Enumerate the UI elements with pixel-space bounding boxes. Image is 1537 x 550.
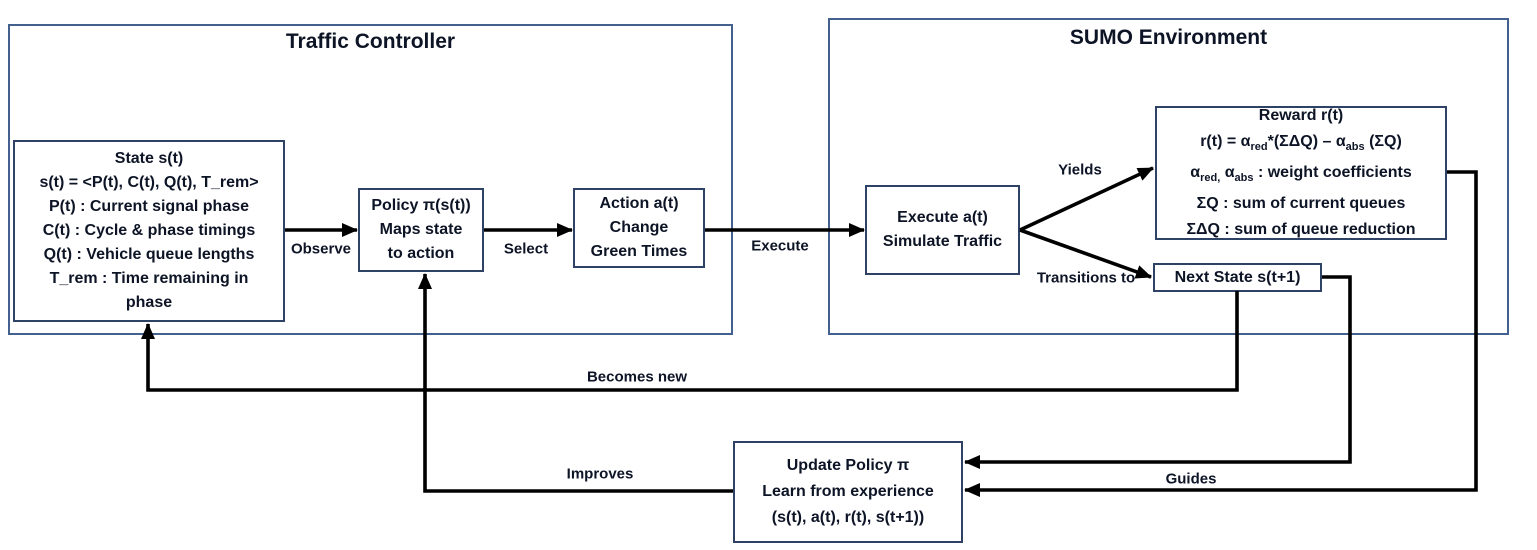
policy-box-line: to action [387, 245, 455, 262]
state-box-line: State s(t) [114, 150, 184, 167]
guides-label: Guides [1165, 470, 1217, 488]
state-box-line: T_rem : Time remaining in [49, 270, 249, 287]
execute-label: Execute [751, 237, 809, 255]
update-policy-line: Update Policy π [786, 457, 910, 474]
action-box: Action a(t) Change Green Times [573, 188, 705, 268]
transitions-to-label: Transitions to [1036, 269, 1136, 287]
state-box-line: s(t) = <P(t), C(t), Q(t), T_rem> [39, 174, 259, 191]
update-policy-line: Learn from experience [762, 483, 934, 500]
reward-coefficients: αred, αabs : weight coefficients [1190, 164, 1412, 184]
reward-box-title: Reward r(t) [1258, 107, 1344, 124]
execute-box-line: Simulate Traffic [882, 233, 1003, 250]
policy-box-line: Maps state [379, 221, 463, 238]
next-state-box: Next State s(t+1) [1153, 263, 1322, 292]
policy-box: Policy π(s(t)) Maps state to action [358, 188, 484, 272]
execute-box: Execute a(t) Simulate Traffic [865, 185, 1020, 275]
action-box-line: Change [609, 219, 669, 236]
next-state-label: Next State s(t+1) [1174, 268, 1301, 286]
policy-box-line: Policy π(s(t)) [371, 197, 471, 214]
becomes-new-label: Becomes new [586, 368, 688, 386]
improves-label: Improves [566, 465, 634, 483]
sumo-environment-title: SUMO Environment [1069, 26, 1268, 49]
update-policy-line: (s(t), a(t), r(t), s(t+1)) [771, 509, 925, 526]
reward-sum-current: ΣQ : sum of current queues [1196, 195, 1406, 212]
reward-formula: r(t) = αred*(ΣΔQ) – αabs (ΣQ) [1200, 133, 1402, 153]
reward-sum-reduction: ΣΔQ : sum of queue reduction [1186, 221, 1416, 238]
state-box-line: phase [125, 294, 173, 311]
action-box-line: Action a(t) [599, 195, 679, 212]
select-label: Select [503, 240, 549, 258]
observe-label: Observe [290, 240, 352, 258]
state-box: State s(t) s(t) = <P(t), C(t), Q(t), T_r… [13, 140, 285, 322]
execute-box-line: Execute a(t) [897, 209, 988, 226]
state-box-line: P(t) : Current signal phase [48, 198, 250, 215]
yields-label: Yields [1058, 161, 1102, 179]
update-policy-box: Update Policy π Learn from experience (s… [733, 441, 963, 543]
state-box-line: C(t) : Cycle & phase timings [42, 222, 256, 239]
state-box-line: Q(t) : Vehicle queue lengths [43, 246, 255, 263]
action-box-line: Green Times [590, 243, 688, 260]
traffic-controller-title: Traffic Controller [285, 30, 456, 53]
reward-box: Reward r(t) r(t) = αred*(ΣΔQ) – αabs (ΣQ… [1155, 106, 1447, 240]
